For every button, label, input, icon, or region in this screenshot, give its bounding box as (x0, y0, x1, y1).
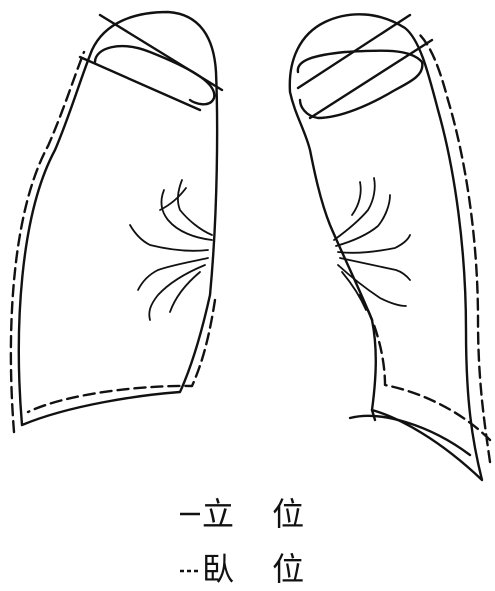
right-hilum-vessels (334, 178, 410, 310)
left-apex-cap (95, 46, 214, 104)
lung-outline-diagram (0, 0, 495, 500)
legend-label-upright: 立 位 (202, 494, 318, 534)
left-lung-supine-outline (11, 52, 215, 432)
left-lung (11, 12, 222, 432)
legend-item-upright: 立 位 (150, 494, 318, 534)
left-hilum-vessels (130, 180, 212, 320)
legend-item-supine: 臥 位 (150, 549, 318, 589)
legend-dashed-line-swatch (150, 549, 202, 589)
right-lung (290, 14, 490, 480)
right-apex-cap (298, 51, 423, 118)
legend-label-supine: 臥 位 (202, 549, 318, 589)
right-diaphragm-base-line (350, 416, 470, 455)
right-lung-upright-outline (290, 14, 482, 480)
legend-solid-line-swatch (150, 494, 202, 534)
